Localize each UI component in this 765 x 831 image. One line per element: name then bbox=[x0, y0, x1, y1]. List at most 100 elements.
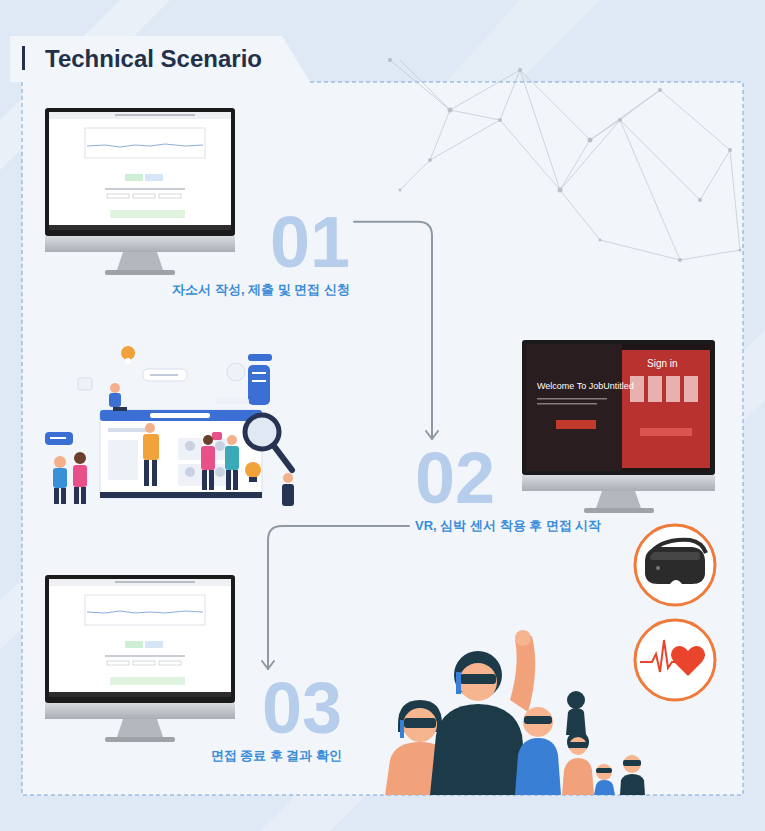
people-illustration-part bbox=[73, 465, 87, 487]
heartbeat-icon-part bbox=[635, 620, 715, 700]
monitor-part bbox=[85, 595, 205, 625]
network-pattern-part bbox=[450, 70, 660, 190]
vr-crowd-illustration bbox=[385, 630, 645, 795]
people-illustration-part bbox=[249, 477, 257, 482]
callout-number: 02 bbox=[415, 442, 601, 514]
people-illustration-part bbox=[252, 372, 266, 374]
vr-crowd-illustration-part bbox=[594, 780, 615, 795]
monitor-part bbox=[145, 174, 163, 181]
vr-icon-part bbox=[645, 547, 705, 584]
vr-icon bbox=[635, 525, 715, 605]
network-pattern-part bbox=[388, 58, 742, 262]
monitor-part bbox=[117, 719, 163, 737]
monitor-part bbox=[596, 491, 641, 508]
network-pattern-part-part bbox=[739, 249, 742, 252]
people-illustration-part bbox=[150, 374, 178, 376]
monitor-part bbox=[125, 641, 143, 648]
monitor bbox=[522, 340, 715, 513]
vr-crowd-illustration-part bbox=[623, 755, 641, 773]
monitor-part bbox=[45, 703, 235, 719]
network-pattern-part-part bbox=[518, 68, 522, 72]
people-illustration-part bbox=[203, 435, 213, 445]
diagram-title: Technical Scenario bbox=[45, 44, 262, 74]
vr-crowd-illustration-part bbox=[623, 760, 641, 766]
monitor bbox=[45, 575, 235, 742]
vr-crowd-illustration-part bbox=[523, 707, 553, 737]
monitor-part bbox=[107, 661, 129, 665]
monitor-part bbox=[105, 655, 185, 657]
monitor-part bbox=[49, 112, 231, 230]
monitor-part bbox=[133, 194, 155, 198]
people-illustration-part bbox=[215, 441, 225, 451]
step-label: 자소서 작성, 제출 및 면접 신청 bbox=[172, 282, 350, 298]
vr-icon-part bbox=[650, 552, 700, 560]
people-illustration-part bbox=[78, 378, 92, 390]
network-pattern-part-part bbox=[448, 108, 453, 113]
people-illustration-part bbox=[185, 441, 195, 451]
people-illustration-part bbox=[225, 446, 239, 470]
people-illustration-part bbox=[143, 434, 159, 460]
network-pattern-part bbox=[400, 60, 450, 190]
vr-icon-part bbox=[648, 540, 706, 556]
people-illustration-part bbox=[144, 460, 149, 486]
people-illustration-part bbox=[54, 488, 59, 504]
vr-crowd-illustration-part bbox=[515, 630, 531, 646]
monitor-part bbox=[145, 641, 163, 648]
monitor-part bbox=[87, 611, 203, 613]
vr-crowd-illustration-part bbox=[567, 691, 585, 709]
heartbeat-icon-part bbox=[671, 646, 705, 676]
network-pattern-part-part bbox=[498, 118, 502, 122]
people-illustration-part bbox=[100, 410, 262, 498]
network-pattern bbox=[388, 58, 742, 262]
connector-line bbox=[268, 526, 409, 669]
people-illustration-part bbox=[245, 462, 261, 478]
monitor-part bbox=[556, 420, 596, 429]
monitor-part bbox=[49, 579, 231, 586]
monitor-part bbox=[133, 661, 155, 665]
network-pattern-part-part bbox=[618, 118, 622, 122]
people-illustration-part bbox=[108, 440, 138, 480]
people-illustration-part bbox=[45, 432, 73, 445]
people-illustration-part bbox=[53, 468, 67, 488]
people-illustration-part bbox=[109, 393, 121, 407]
people-illustration-part bbox=[202, 470, 207, 490]
step-label: VR, 심박 센서 착용 후 면접 시작 bbox=[415, 518, 601, 534]
arrowhead bbox=[426, 431, 438, 439]
people-illustration-part bbox=[282, 484, 294, 506]
monitor-part bbox=[640, 428, 692, 436]
vr-crowd-illustration-part bbox=[459, 663, 497, 701]
monitor-part bbox=[526, 344, 622, 471]
network-pattern-part-part bbox=[399, 189, 402, 192]
monitor-part bbox=[526, 344, 711, 471]
monitor-part bbox=[45, 108, 235, 236]
people-illustration-part bbox=[209, 470, 214, 490]
people-illustration-part bbox=[201, 446, 215, 470]
network-pattern-part-part bbox=[728, 148, 732, 152]
people-illustration-part bbox=[248, 354, 272, 361]
monitor-part bbox=[666, 376, 680, 402]
network-pattern-part bbox=[560, 190, 680, 260]
vr-crowd-illustration-part bbox=[566, 708, 586, 735]
vr-crowd-illustration-part bbox=[569, 737, 587, 755]
vr-crowd-illustration-part bbox=[403, 708, 437, 742]
vr-icon-part bbox=[635, 525, 715, 605]
people-illustration-part bbox=[274, 446, 292, 470]
monitor-part bbox=[49, 579, 231, 697]
people-illustration-part bbox=[121, 346, 135, 376]
monitor-part bbox=[159, 194, 181, 198]
people-illustration-part bbox=[215, 467, 225, 477]
arrowhead bbox=[262, 661, 274, 669]
people-illustration-part bbox=[227, 435, 237, 445]
people-illustration-part bbox=[143, 369, 187, 381]
people-illustration-part bbox=[215, 398, 249, 404]
step-node: 01자소서 작성, 제출 및 면접 신청 bbox=[172, 206, 350, 298]
monitor-part bbox=[115, 581, 195, 583]
network-pattern-part-part bbox=[588, 138, 593, 143]
people-illustration-part bbox=[100, 410, 262, 421]
people-illustration-part bbox=[113, 407, 127, 411]
network-pattern-part-part bbox=[599, 239, 602, 242]
